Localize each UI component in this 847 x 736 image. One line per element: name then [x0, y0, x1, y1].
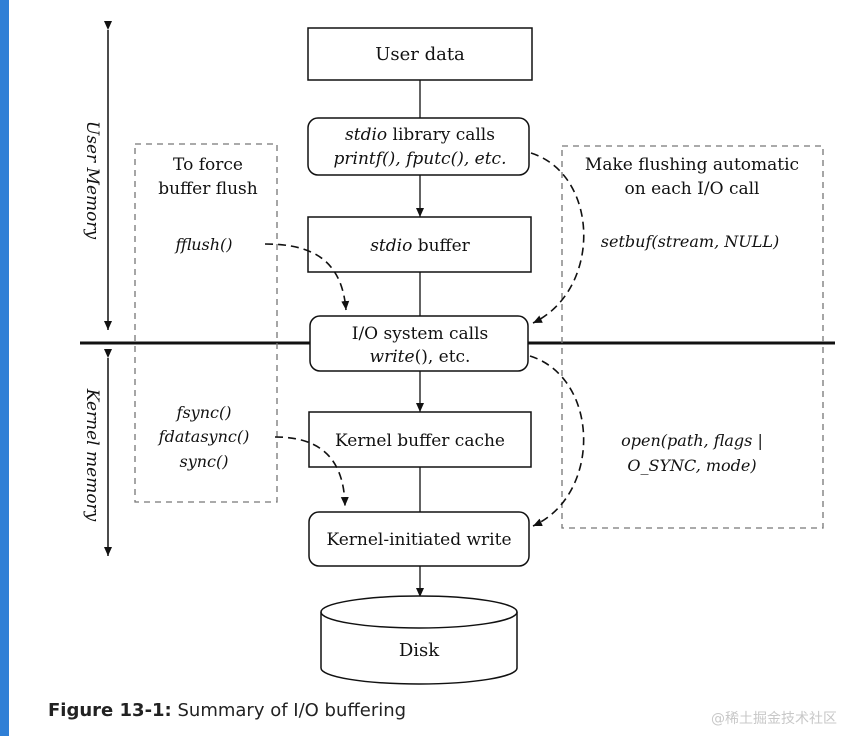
auto-flush-line1: Make flushing automatic — [585, 155, 799, 175]
force-flush-line1: To force — [173, 155, 243, 175]
open-call-line1: open(path, flags | — [621, 431, 763, 450]
sync-label: sync() — [180, 452, 229, 471]
stdio-buffer-label: stdio buffer — [370, 236, 470, 256]
figure-caption: Figure 13-1: Summary of I/O buffering — [48, 700, 406, 721]
fdatasync-label: fdatasync() — [158, 427, 250, 446]
auto-flush-dashed-box — [561, 145, 824, 529]
figure-caption-label: Figure 13-1: — [48, 700, 172, 721]
stdio-calls-line1: stdio library calls — [345, 125, 495, 145]
setbuf-label: setbuf(stream, NULL) — [601, 232, 779, 251]
io-calls-line1: I/O system calls — [352, 324, 489, 344]
user-memory-label: User Memory — [82, 121, 102, 240]
kernel-cache-label: Kernel buffer cache — [335, 431, 505, 451]
open-call-line2: O_SYNC, mode) — [627, 456, 756, 475]
fsync-label: fsync() — [176, 403, 232, 422]
kernel-write-box — [308, 511, 530, 567]
watermark: @稀土掘金技术社区 — [711, 711, 837, 727]
io-calls-line2: write(), etc. — [370, 347, 471, 367]
stdio-calls-box — [307, 117, 530, 176]
stdio-calls-line2: printf(), fputc(), etc. — [334, 149, 507, 169]
kernel-write-label: Kernel-initiated write — [326, 530, 511, 550]
kernel-memory-label: Kernel memory — [82, 388, 102, 522]
left-accent-bar — [0, 0, 9, 736]
force-flush-line2: buffer flush — [158, 179, 258, 199]
force-flush-dashed-box — [134, 143, 278, 503]
figure-caption-text: Summary of I/O buffering — [171, 700, 407, 721]
fsync-dashed-arrow — [274, 436, 349, 507]
fflush-label: fflush() — [174, 235, 232, 254]
stdio-buffer-box — [307, 216, 532, 273]
user-data-label: User data — [375, 44, 465, 65]
auto-flush-line2: on each I/O call — [625, 179, 760, 199]
osync-dashed-arrow — [529, 355, 585, 527]
setbuf-dashed-arrow — [530, 152, 585, 324]
disk-cylinder-top — [320, 595, 518, 629]
user-data-box — [307, 27, 533, 81]
fflush-dashed-arrow — [264, 243, 350, 311]
kernel-cache-box — [308, 411, 532, 468]
disk-cylinder-body — [320, 612, 518, 685]
io-buffering-diagram: User Memory Kernel memory User data stdi… — [80, 21, 835, 685]
disk-label: Disk — [399, 640, 440, 661]
io-calls-box — [309, 315, 529, 372]
